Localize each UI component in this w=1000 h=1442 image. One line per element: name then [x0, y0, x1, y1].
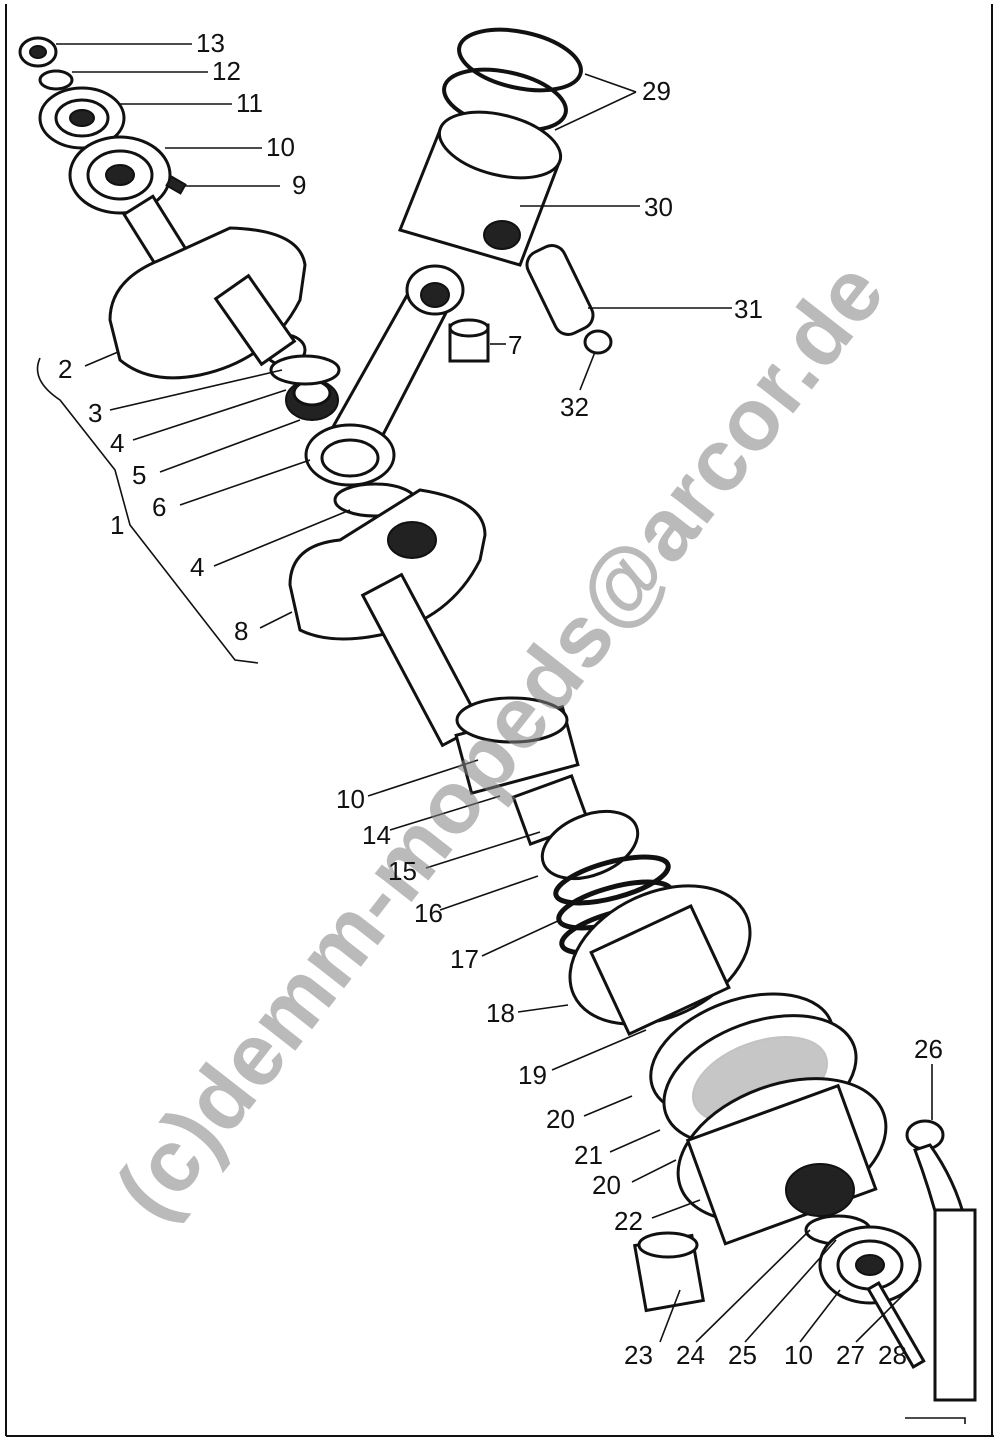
label-11: 11: [236, 88, 263, 118]
part-washer-12: [38, 69, 74, 91]
label-12: 12: [212, 56, 241, 86]
label-28: 28: [878, 1340, 907, 1370]
label-15: 15: [388, 856, 417, 886]
label-24: 24: [676, 1340, 705, 1370]
label-20-lower: 20: [592, 1170, 621, 1200]
part-bearing-10-top: [68, 135, 172, 215]
part-clip-32: [583, 329, 613, 355]
label-29: 29: [642, 76, 671, 106]
part-pinion-5: [285, 379, 339, 421]
part-piston-30: [397, 110, 563, 267]
part-pin-27: [866, 1280, 926, 1370]
part-lever-26: [905, 1119, 977, 1402]
corner-mark: [905, 1417, 966, 1424]
label-25: 25: [728, 1340, 757, 1370]
label-1: 1: [110, 510, 125, 540]
label-8: 8: [234, 616, 249, 646]
part-key-9: [165, 175, 187, 195]
part-nut-13: [18, 36, 58, 68]
label-16: 16: [414, 898, 443, 928]
label-27: 27: [836, 1340, 865, 1370]
part-clutch-plate-18: [568, 884, 752, 1037]
part-bushing-23: [632, 1231, 706, 1313]
part-bushing-7: [448, 318, 490, 363]
label-13: 13: [196, 28, 225, 58]
label-4-lower: 4: [190, 552, 205, 582]
label-18: 18: [486, 998, 515, 1028]
label-23: 23: [624, 1340, 653, 1370]
part-bearing-11: [38, 86, 126, 150]
label-7: 7: [508, 330, 523, 360]
label-22: 22: [614, 1206, 643, 1236]
bracket-1: [36, 357, 259, 664]
part-pin-31: [525, 244, 595, 336]
label-9: 9: [292, 170, 307, 200]
leader-lines: [56, 43, 933, 1343]
label-19: 19: [518, 1060, 547, 1090]
label-10-top: 10: [266, 132, 295, 162]
part-crank-half-2: [108, 226, 307, 380]
label-5: 5: [132, 460, 147, 490]
label-21: 21: [574, 1140, 603, 1170]
part-gear-24: [785, 1163, 855, 1217]
label-26: 26: [914, 1034, 943, 1064]
part-connecting-rod-6: [304, 264, 465, 487]
label-31: 31: [734, 294, 763, 324]
part-crank-half-8: [288, 488, 487, 641]
label-32: 32: [560, 392, 589, 422]
part-bearing-10-middle: [454, 696, 580, 796]
label-17: 17: [450, 944, 479, 974]
label-20-top: 20: [546, 1104, 575, 1134]
label-3: 3: [88, 398, 103, 428]
label-6: 6: [152, 492, 167, 522]
part-bearing-10-bottom: [818, 1225, 922, 1305]
label-2: 2: [58, 354, 73, 384]
label-10-middle: 10: [336, 784, 365, 814]
label-14: 14: [362, 820, 391, 850]
label-4-top: 4: [110, 428, 125, 458]
label-10-bottom: 10: [784, 1340, 813, 1370]
part-washer-3: [269, 354, 341, 386]
label-30: 30: [644, 192, 673, 222]
